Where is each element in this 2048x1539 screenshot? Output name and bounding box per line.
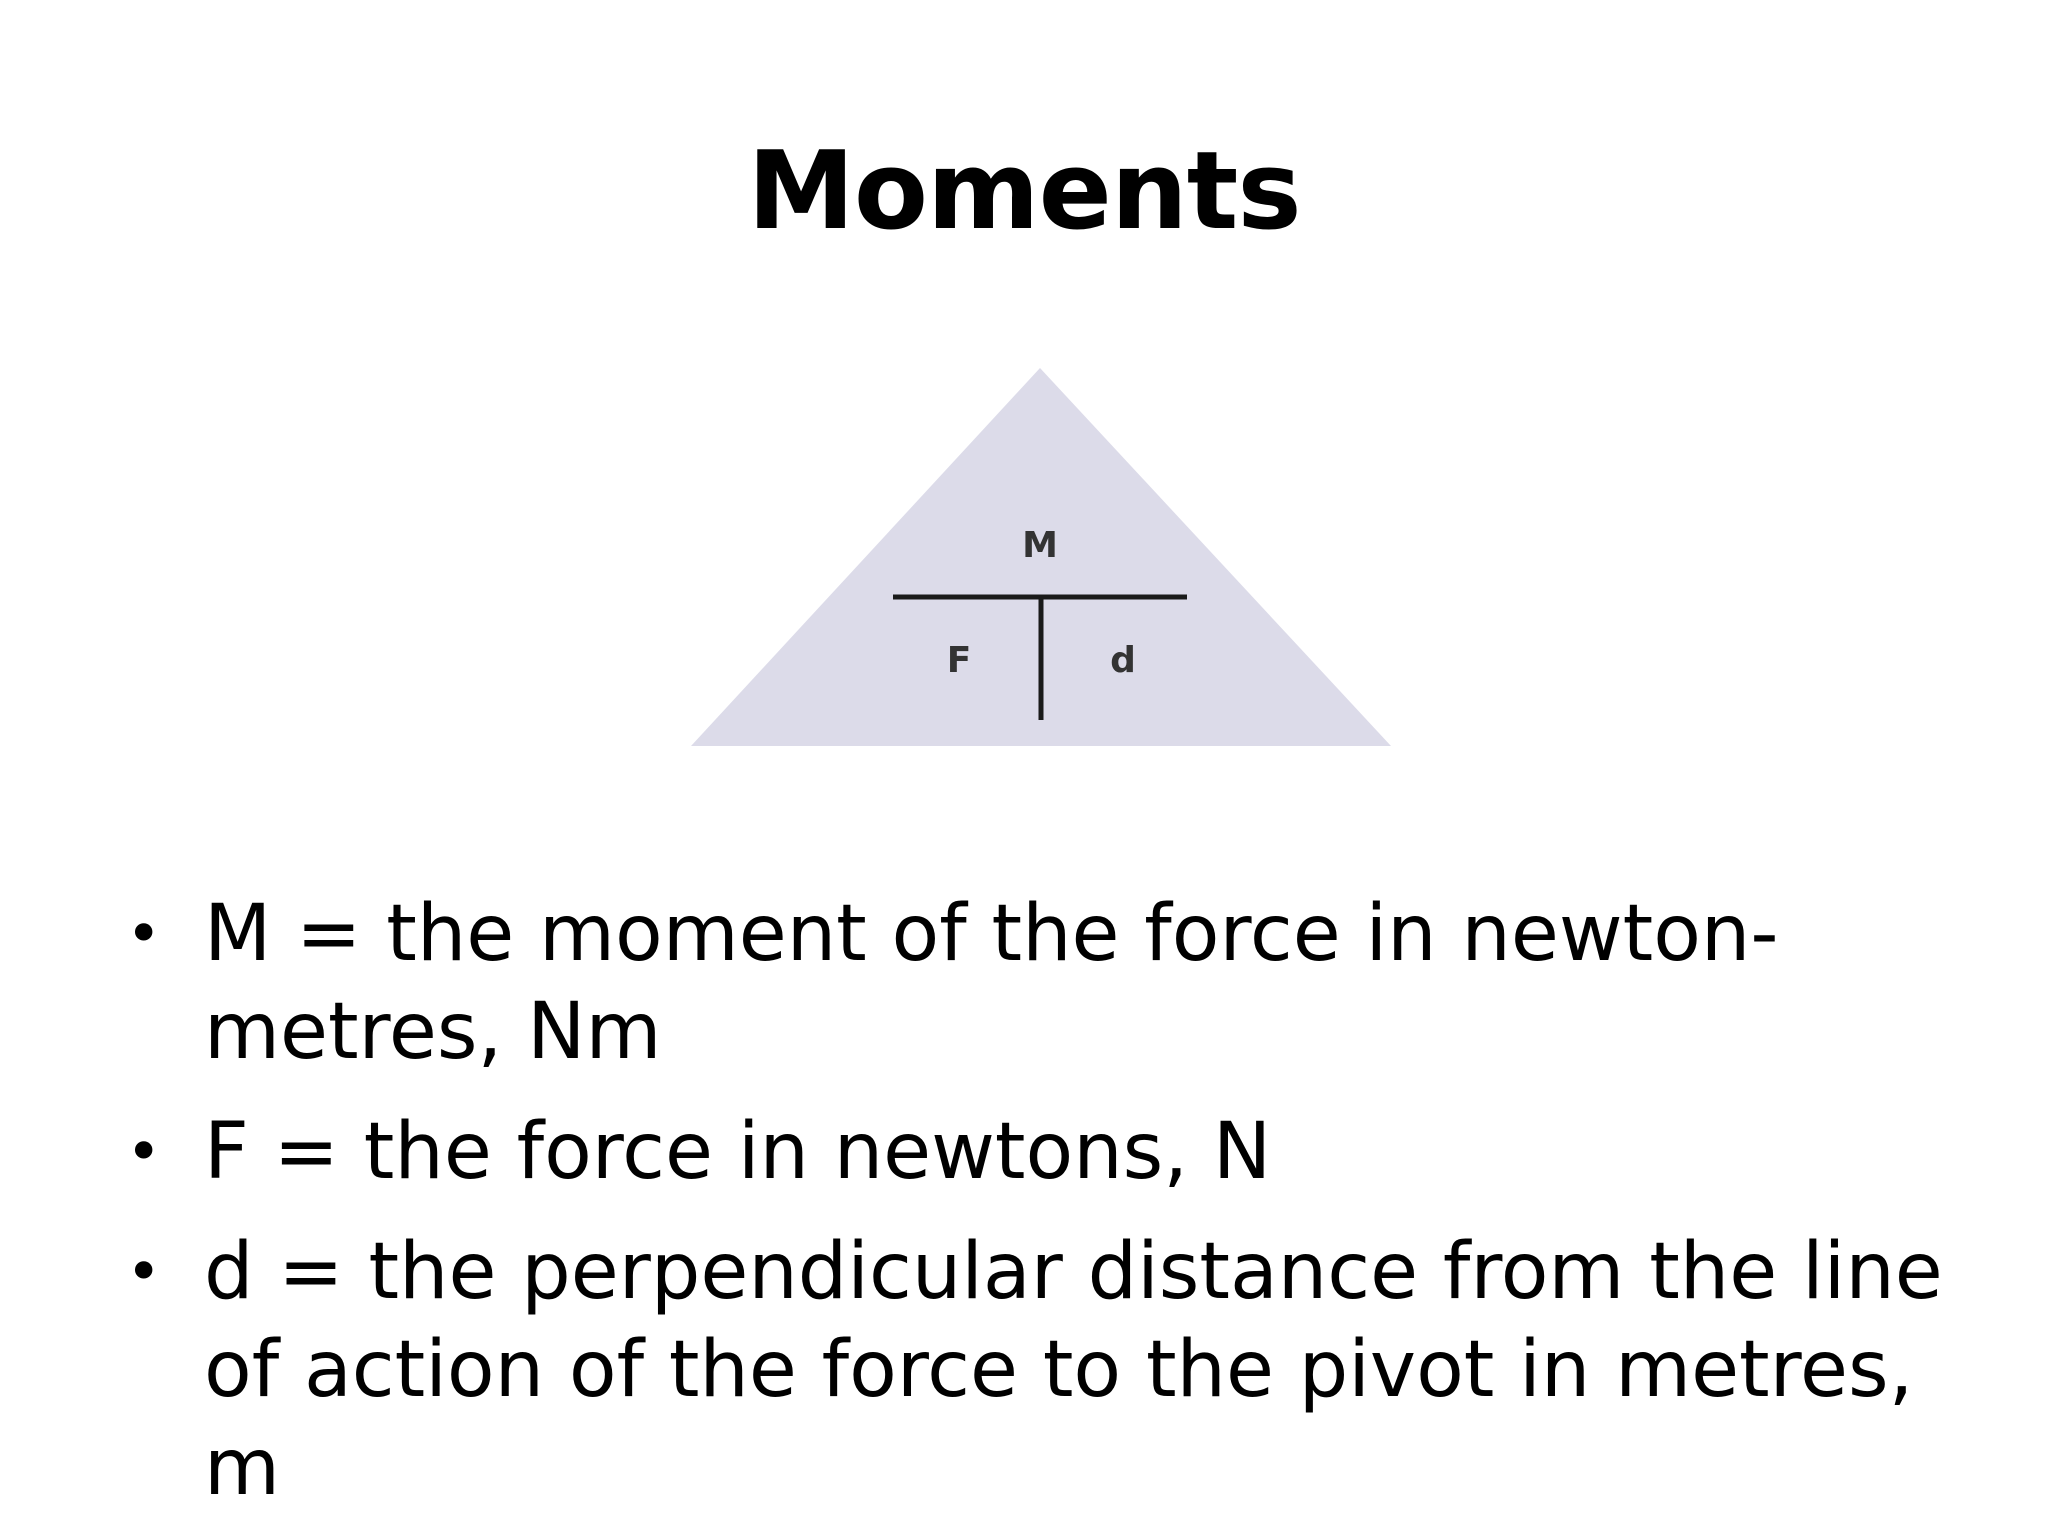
bullet-marker: •: [126, 1117, 162, 1187]
definitions-list: • M = the moment of the force in newton-…: [120, 885, 1980, 1539]
bullet-text: M = the moment of the force in newton-me…: [204, 889, 1779, 1077]
bullet-item-force: • F = the force in newtons, N: [120, 1103, 1980, 1201]
triangle-label-m: M: [1022, 525, 1058, 566]
triangle-label-d: d: [1110, 640, 1136, 681]
bullet-marker: •: [126, 899, 162, 969]
triangle-shape: [691, 368, 1391, 746]
slide-title: Moments: [747, 129, 1301, 254]
bullet-text: F = the force in newtons, N: [204, 1107, 1272, 1197]
bullet-item-distance: • d = the perpendicular distance from th…: [120, 1223, 1980, 1517]
bullet-marker: •: [126, 1237, 162, 1307]
bullet-item-moment: • M = the moment of the force in newton-…: [120, 885, 1980, 1081]
triangle-label-f: F: [947, 640, 972, 681]
bullet-text: d = the perpendicular distance from the …: [204, 1227, 1943, 1513]
